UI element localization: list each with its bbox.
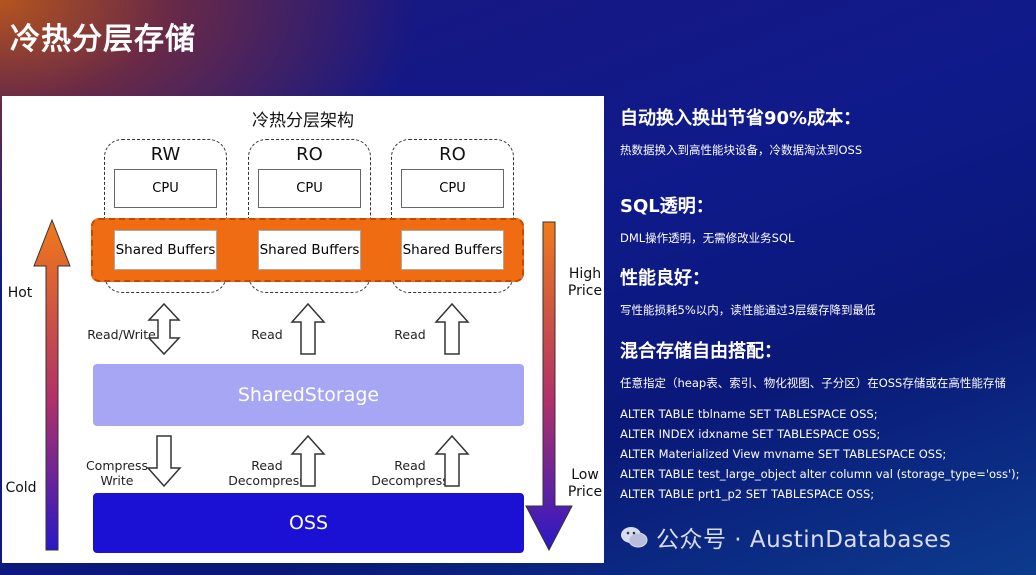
node-label: RO [439, 144, 466, 165]
feature-desc: DML操作透明，无需修改业务SQL [620, 231, 795, 245]
low-price-label: Low Price [565, 467, 605, 501]
node-label: RO [296, 144, 323, 165]
high-price-label: High Price [565, 266, 605, 300]
node-label: RW [150, 144, 181, 165]
arrow-label-read-decompress: Read Decompress [370, 458, 450, 488]
diagram-arrows [33, 218, 573, 552]
cpu-box: CPU [258, 169, 361, 208]
arrow-label-compress-write: Compress Write [82, 458, 152, 488]
label-line: Decompress [228, 473, 306, 488]
watermark: 公众号 · AustinDatabases [620, 520, 951, 554]
label-line: Price [567, 484, 603, 500]
sql-line: ALTER TABLE tblname SET TABLESPACE OSS; [620, 407, 878, 421]
label-line: Read [251, 458, 283, 473]
cold-label: Cold [5, 480, 37, 496]
feature-desc: 写性能损耗5%以内，读性能通过3层缓存降到最低 [620, 303, 876, 317]
label-line: Read [394, 458, 426, 473]
feature-desc: 热数据换入到高性能块设备，冷数据淘汰到OSS [620, 143, 863, 157]
sql-line: ALTER TABLE test_large_object alter colu… [620, 467, 1020, 481]
node-ro-1 [248, 139, 371, 293]
node-rw [104, 139, 227, 293]
cpu-box: CPU [114, 169, 217, 208]
shared-buffers-box: Shared Buffers [258, 230, 361, 270]
read-arrow [434, 302, 470, 355]
read-decompress-arrow [290, 434, 326, 487]
shared-storage: SharedStorage [93, 364, 524, 426]
hot-cold-arrow [33, 218, 71, 551]
node-ro-2 [391, 139, 514, 293]
read-decompress-arrow [434, 434, 470, 487]
label-line: Price [567, 283, 603, 299]
oss-storage: OSS [93, 493, 524, 553]
diagram-title: 冷热分层架构 [252, 111, 354, 131]
wechat-icon [621, 527, 648, 548]
compress-write-arrow [146, 435, 182, 488]
architecture-diagram: 冷热分层架构 RW RO RO CPU CPU CPU Shared Buffe… [2, 96, 604, 563]
shared-buffers-box: Shared Buffers [114, 230, 217, 270]
price-arrow [525, 221, 573, 552]
sql-line: ALTER TABLE prt1_p2 SET TABLESPACE OSS; [620, 487, 875, 501]
arrow-label-read-decompress: Read Decompress [227, 458, 307, 488]
watermark-text: 公众号 · AustinDatabases [656, 527, 952, 553]
label-line: Compress [85, 458, 149, 473]
label-line: Decompress [371, 473, 449, 488]
sql-line: ALTER Materialized View mvname SET TABLE… [620, 447, 947, 461]
sql-line: ALTER INDEX idxname SET TABLESPACE OSS; [620, 427, 881, 441]
label-line: Low [571, 467, 599, 483]
cpu-box: CPU [401, 169, 504, 208]
feature-heading: 性能良好： [620, 268, 710, 289]
sql-examples: ALTER TABLE tblname SET TABLESPACE OSS; … [620, 404, 1020, 504]
arrow-label-read: Read [394, 327, 426, 342]
label-line: Write [100, 473, 134, 488]
feature-heading: 自动换入换出节省90%成本： [620, 108, 862, 129]
feature-heading: SQL透明： [620, 196, 714, 217]
feature-item: 自动换入换出节省90%成本： 热数据换入到高性能块设备，冷数据淘汰到OSS [620, 104, 862, 158]
hot-label: Hot [7, 285, 33, 301]
arrow-label-read: Read [251, 327, 283, 342]
feature-desc: 任意指定（heap表、索引、物化视图、子分区）在OSS存储或在高性能存储 [620, 376, 1006, 390]
arrow-label-read-write: Read/Write [87, 327, 156, 342]
feature-item: SQL透明： DML操作透明，无需修改业务SQL [620, 192, 794, 246]
label-line: High [568, 266, 602, 282]
read-arrow [290, 302, 326, 355]
read-write-arrow [147, 302, 181, 356]
feature-item: 性能良好： 写性能损耗5%以内，读性能通过3层缓存降到最低 [620, 264, 876, 318]
feature-heading: 混合存储自由搭配： [620, 341, 782, 362]
feature-item: 混合存储自由搭配： 任意指定（heap表、索引、物化视图、子分区）在OSS存储或… [620, 337, 1006, 391]
shared-buffers-box: Shared Buffers [401, 230, 504, 270]
slide-title: 冷热分层存储 [10, 22, 196, 57]
